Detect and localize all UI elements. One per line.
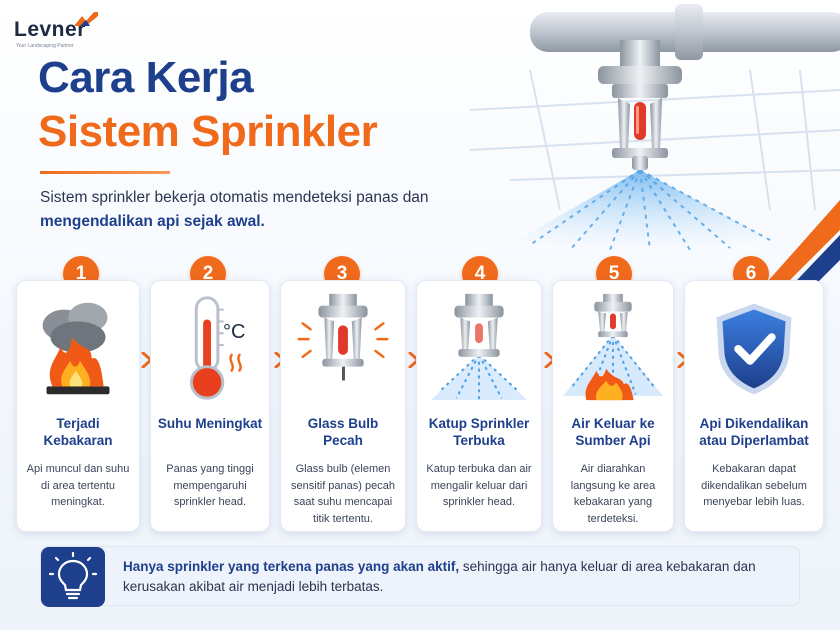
step-card-5: Air Keluar ke Sumber Api Air diarahkan l…	[552, 280, 674, 532]
note-rest: sehingga air hanya keluar di area kebaka…	[123, 559, 756, 594]
sprinkler-open-icon	[430, 293, 528, 401]
step-desc-5: Air diarahkan langsung ke area kebakaran…	[570, 463, 656, 525]
logo-mark-icon	[74, 12, 98, 26]
note-text: Hanya sprinkler yang terkena panas yang …	[123, 557, 793, 597]
step-card-6: Api Dikendalikan atau Diperlambat Kebaka…	[684, 280, 824, 532]
step-title-6: Api Dikendalikan atau Diperlambat	[699, 416, 809, 448]
shield-check-icon	[716, 303, 792, 395]
step-desc-2: Panas yang tinggi mempengaruhi sprinkler…	[166, 463, 254, 508]
step-title-1: Terjadi Kebakaran	[43, 416, 113, 448]
title-underline	[40, 171, 170, 174]
step-desc-1: Api muncul dan suhu di area tertentu men…	[26, 463, 130, 508]
page-title-line1: Cara Kerja	[38, 53, 254, 102]
step-title-3: Glass Bulb Pecah	[307, 416, 379, 448]
step-card-4: Katup Sprinkler Terbuka Katup terbuka da…	[416, 280, 542, 532]
step-desc-6: Kebakaran dapat dikendalikan sebelum men…	[701, 463, 807, 508]
page-title-line2: Sistem Sprinkler	[38, 107, 378, 156]
glass-bulb-burst-icon	[297, 293, 389, 381]
note-icon-container	[41, 547, 105, 607]
sprinkler-hero-illustration	[500, 4, 840, 250]
step-title-4: Katup Sprinkler Terbuka	[428, 416, 530, 448]
step-desc-4: Katup terbuka dan air mengalir keluar da…	[426, 463, 532, 508]
info-note: Hanya sprinkler yang terkena panas yang …	[40, 546, 800, 607]
step-title-5: Air Keluar ke Sumber Api	[571, 416, 655, 448]
note-highlight: Hanya sprinkler yang terkena panas yang …	[123, 559, 460, 574]
step-desc-3: Glass bulb (elemen sensitif panas) pecah…	[291, 463, 395, 525]
step-card-3: Glass Bulb Pecah Glass bulb (elemen sens…	[280, 280, 406, 532]
page-subtitle: Sistem sprinkler bekerja otomatis mendet…	[40, 186, 460, 234]
brand-name: Levner	[14, 18, 86, 41]
step-card-1: Terjadi Kebakaran Api muncul dan suhu di…	[16, 280, 140, 532]
subtitle-bold: mengendalikan api sejak awal.	[40, 213, 265, 230]
fire-icon	[42, 302, 110, 395]
lightbulb-icon	[48, 551, 98, 600]
step-title-2: Suhu Meningkat	[157, 416, 263, 431]
brand-tagline: Your Landscaping Partner	[16, 43, 74, 49]
celsius-unit-label: °C	[223, 321, 246, 343]
brand-logo[interactable]: Levner Your Landscaping Partner	[14, 10, 134, 50]
water-on-fire-icon	[562, 293, 664, 401]
subtitle-plain: Sistem sprinkler bekerja otomatis mendet…	[40, 189, 429, 206]
step-card-2: °C Suhu Meningkat Panas yang tinggi memp…	[150, 280, 270, 532]
thermometer-icon	[189, 296, 242, 400]
